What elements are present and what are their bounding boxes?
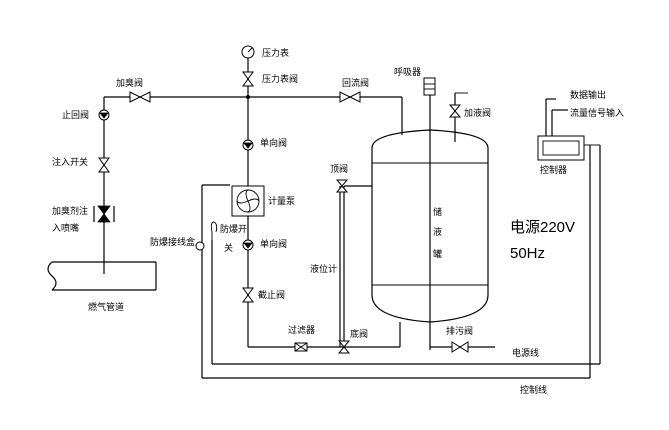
check-valve-2-label: 单向阀 bbox=[260, 238, 287, 250]
filter-icon bbox=[294, 342, 308, 352]
metering-pump-label: 计量泵 bbox=[268, 195, 295, 207]
explosion-switch-label-2: 关 bbox=[224, 242, 233, 254]
metering-pump-icon[interactable] bbox=[231, 185, 265, 217]
explosion-proof-switch-icon[interactable] bbox=[210, 221, 218, 240]
fill-valve-label: 加液阀 bbox=[464, 107, 491, 119]
return-valve-label: 回流阀 bbox=[342, 77, 369, 89]
injection-nozzle-label-2: 入喷嘴 bbox=[52, 223, 79, 234]
explosion-proof-box-label: 防爆接线盒 bbox=[150, 236, 195, 248]
gas-pipeline bbox=[47, 261, 157, 291]
breather-label: 呼吸器 bbox=[394, 67, 421, 78]
breather-icon bbox=[423, 77, 436, 96]
pressure-gauge-icon bbox=[241, 45, 255, 59]
stop-valve-label: 截止阀 bbox=[258, 289, 285, 301]
stop-valve-icon[interactable] bbox=[242, 287, 254, 303]
bottom-valve-icon[interactable] bbox=[337, 340, 351, 354]
power-frequency-label: 50Hz bbox=[510, 245, 545, 262]
check-valve-left-label: 止回阀 bbox=[62, 109, 89, 121]
top-valve-label: 顶阀 bbox=[330, 164, 348, 175]
check-valve-2-icon[interactable] bbox=[242, 239, 254, 251]
pressure-valve-label: 压力表阀 bbox=[262, 73, 298, 85]
filter-label: 过滤器 bbox=[288, 324, 315, 336]
check-valve-1-label: 单向阀 bbox=[260, 137, 287, 149]
level-gauge-label: 液位计 bbox=[310, 263, 337, 275]
power-voltage-label: 电源220V bbox=[510, 219, 575, 236]
injection-switch-valve-icon[interactable] bbox=[98, 157, 110, 173]
odorant-valve-label: 加臭阀 bbox=[116, 77, 143, 89]
controller-icon[interactable] bbox=[537, 135, 600, 161]
gas-pipeline-label: 燃气管道 bbox=[88, 301, 124, 313]
drain-valve-label: 排污阀 bbox=[446, 325, 473, 337]
pressure-gauge-label: 压力表 bbox=[262, 47, 289, 59]
tank-label-char-3: 罐 bbox=[433, 248, 442, 260]
explosion-proof-box-icon bbox=[195, 241, 205, 251]
odorant-valve-icon[interactable] bbox=[129, 91, 151, 103]
return-valve-icon[interactable] bbox=[339, 91, 361, 103]
injection-nozzle-label-1: 加臭剂注 bbox=[52, 205, 88, 217]
injection-nozzle-icon bbox=[93, 205, 115, 223]
controller-label: 控制器 bbox=[540, 164, 567, 176]
power-line-label: 电源线 bbox=[512, 347, 539, 359]
storage-tank bbox=[371, 129, 489, 323]
tank-label-char-1: 储 bbox=[433, 206, 442, 218]
explosion-switch-label-1: 防爆开 bbox=[220, 223, 247, 235]
check-valve-left-icon[interactable] bbox=[98, 109, 110, 121]
drain-valve-icon[interactable] bbox=[451, 341, 469, 353]
fill-valve-icon[interactable] bbox=[448, 92, 468, 118]
junction-dot bbox=[246, 95, 250, 99]
check-valve-1-icon[interactable] bbox=[242, 139, 254, 151]
bottom-valve-label: 底阀 bbox=[350, 328, 368, 340]
top-valve-icon[interactable] bbox=[335, 179, 349, 193]
injection-switch-label: 注入开关 bbox=[52, 156, 88, 168]
flow-signal-input-label: 流量信号输入 bbox=[570, 107, 624, 119]
control-line-label: 控制线 bbox=[520, 384, 547, 396]
data-output-label: 数据输出 bbox=[570, 89, 606, 101]
pressure-gauge-valve-icon[interactable] bbox=[242, 71, 254, 87]
tank-label-char-2: 液 bbox=[433, 226, 442, 238]
